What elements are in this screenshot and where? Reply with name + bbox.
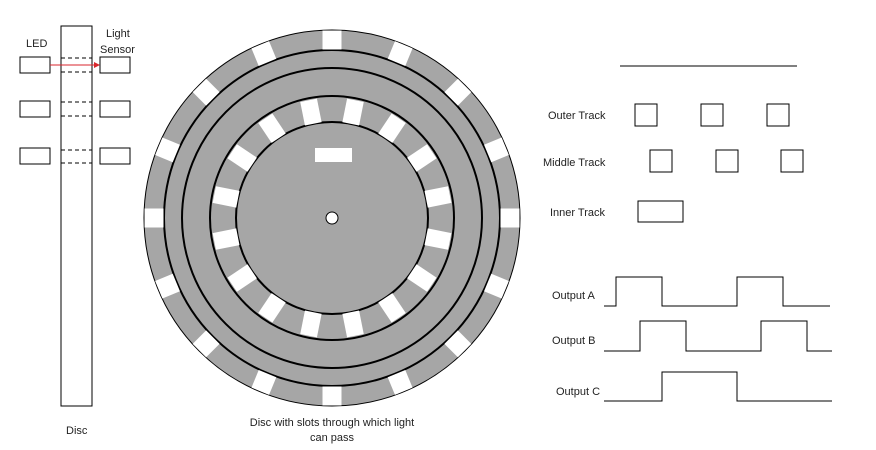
outer-slot-7 <box>444 330 472 358</box>
sensor-box-3 <box>99 147 131 165</box>
disc-slot-edges <box>61 57 92 164</box>
outer-slot-10 <box>251 370 277 395</box>
middle-slot-15 <box>258 113 286 143</box>
middle-slot-16 <box>300 98 322 126</box>
led-box-2 <box>19 100 51 118</box>
output-a-label: Output A <box>552 290 595 302</box>
sensor-box-1 <box>99 56 131 74</box>
middle-slot-8 <box>342 310 364 338</box>
middle-slot-13 <box>212 186 240 208</box>
middle-track-box-1 <box>649 149 673 173</box>
middle-slot-1 <box>342 98 364 126</box>
light-sensor-label-line2: Sensor <box>100 44 135 56</box>
light-beam-arrowhead <box>94 62 100 68</box>
led-label: LED <box>26 38 47 50</box>
output-a-waveform <box>604 276 830 307</box>
outer-slot-1 <box>322 30 342 50</box>
outer-slot-8 <box>387 370 413 395</box>
inner-track-slot <box>315 148 352 162</box>
disc-side-view <box>60 25 93 407</box>
output-c-label: Output C <box>556 386 600 398</box>
led-box-1 <box>19 56 51 74</box>
middle-slot-7 <box>378 293 406 323</box>
outer-slot-4 <box>484 137 509 163</box>
middle-slot-12 <box>212 228 240 250</box>
output-b-label: Output B <box>552 335 595 347</box>
middle-track-label: Middle Track <box>543 157 606 169</box>
outer-track-box-3 <box>766 103 790 127</box>
inner-track-box <box>637 200 684 223</box>
outer-track-ring <box>163 49 501 387</box>
outer-slot-15 <box>192 78 220 106</box>
outer-slot-6 <box>484 273 509 299</box>
middle-track-inner-ring <box>209 95 455 341</box>
led-box-3 <box>19 147 51 165</box>
inner-track-label: Inner Track <box>550 207 606 219</box>
side-view: LED Light Sensor Disc <box>19 25 135 437</box>
middle-slot-14 <box>227 144 257 172</box>
disc-caption-line2: can pass <box>310 432 355 444</box>
outer-track-box-2 <box>700 103 724 127</box>
outer-slot-5 <box>500 208 520 228</box>
output-c-waveform <box>604 371 832 402</box>
middle-track-box-3 <box>780 149 804 173</box>
output-waveforms: Output A Output B Output C <box>552 276 832 402</box>
output-b-waveform <box>604 320 832 352</box>
disc-label: Disc <box>66 425 88 437</box>
outer-slot-3 <box>444 78 472 106</box>
outer-slot-9 <box>322 386 342 406</box>
sensor-box-2 <box>99 100 131 118</box>
middle-track-slots <box>212 98 452 338</box>
disc-caption-line1: Disc with slots through which light <box>250 417 414 429</box>
middle-slot-2 <box>378 113 406 143</box>
outer-slot-13 <box>144 208 164 228</box>
outer-slot-16 <box>251 41 277 66</box>
outer-track-label: Outer Track <box>548 110 606 122</box>
outer-slot-12 <box>155 273 180 299</box>
middle-slot-9 <box>300 310 322 338</box>
middle-slot-4 <box>424 186 452 208</box>
outer-slot-11 <box>192 330 220 358</box>
middle-track-box-2 <box>715 149 739 173</box>
middle-slot-3 <box>407 144 437 172</box>
track-readout: Outer Track Middle Track Inner Track <box>543 65 804 223</box>
inner-track-ring <box>235 121 429 315</box>
light-sensor-label-line1: Light <box>106 28 130 40</box>
middle-track-outer-ring <box>181 67 483 369</box>
middle-slot-5 <box>424 228 452 250</box>
outer-track-box-1 <box>634 103 658 127</box>
outer-slot-2 <box>387 41 413 66</box>
middle-slot-6 <box>407 264 437 292</box>
disc-center-hole <box>325 211 339 225</box>
disc-front-view: Disc with slots through which light can … <box>143 29 521 444</box>
middle-slot-10 <box>258 293 286 323</box>
outer-slot-14 <box>155 137 180 163</box>
outer-track-slots <box>144 30 520 406</box>
middle-slot-11 <box>227 264 257 292</box>
